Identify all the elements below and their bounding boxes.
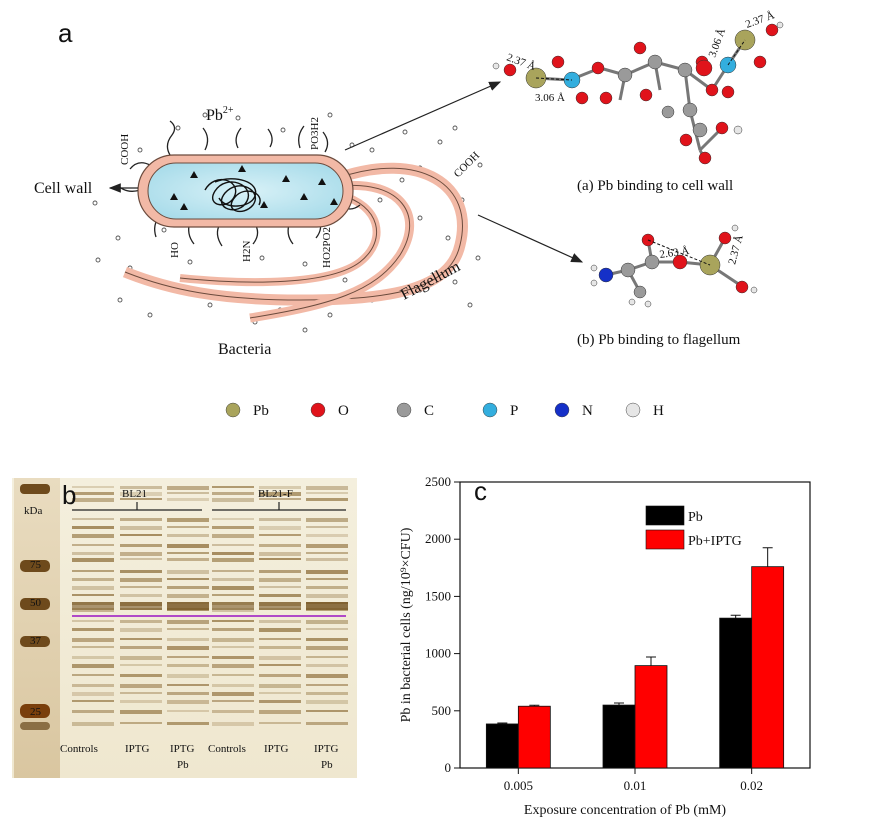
x-tick-label: 0.02 bbox=[740, 778, 763, 793]
y-tick-label: 2000 bbox=[425, 531, 451, 546]
x-tick-label: 0.01 bbox=[624, 778, 647, 793]
panel-b-letter: b bbox=[62, 480, 77, 510]
marker-25: 25 bbox=[30, 706, 42, 718]
bar-chart: 0 500 1000 1500 2000 2500 0.005 0.01 0.02 PbPb+I… bbox=[399, 474, 811, 818]
bar-pb-iptg-0.005 bbox=[517, 705, 551, 769]
y-axis-label: Pb in bacterial cells (ng/10⁹×CFU) bbox=[399, 527, 414, 722]
legend-atom-h-icon bbox=[625, 402, 641, 418]
panel-a-letter: a bbox=[58, 18, 73, 48]
error-bar bbox=[762, 547, 773, 567]
lane-6-label: IPTG bbox=[314, 743, 339, 755]
ladder-bands bbox=[20, 484, 50, 730]
lane-1-label: Controls bbox=[60, 743, 98, 755]
molecule-flagellum-atoms bbox=[590, 224, 758, 308]
cell-wall-label: Cell wall bbox=[34, 180, 93, 197]
lane-2-label: IPTG bbox=[125, 743, 150, 755]
legend-atom-label: Pb bbox=[253, 403, 269, 419]
gel-lanes bbox=[72, 486, 348, 726]
legend-label: Pb bbox=[688, 510, 703, 525]
cooh-top-label: COOH bbox=[119, 134, 131, 165]
error-bar bbox=[497, 722, 508, 724]
legend-atom-label: O bbox=[338, 403, 349, 419]
ho-label: HO bbox=[169, 242, 181, 258]
molecule-cell-wall-distances: 2.37 Å 3.06 Å 3.06 Å 2.37 Å bbox=[505, 9, 776, 104]
legend-atom-n-icon bbox=[554, 402, 570, 418]
panel-c-letter: c bbox=[474, 476, 487, 506]
bacteria-label: Bacteria bbox=[218, 341, 271, 358]
sds-page-gel: kDa 75 50 37 25 BL21 BL21-F Controls IPT… bbox=[12, 478, 357, 778]
y-tick-label: 0 bbox=[445, 760, 452, 775]
h2n-label: H2N bbox=[241, 241, 253, 262]
bar-pb-0.02 bbox=[719, 617, 753, 769]
atom-legend: Pb O C P N H bbox=[225, 402, 664, 419]
marker-37: 37 bbox=[30, 635, 42, 647]
flagella bbox=[122, 162, 468, 323]
legend-atom-o-icon bbox=[310, 402, 326, 418]
po3h2-label: PO3H2 bbox=[309, 117, 321, 150]
error-bar bbox=[614, 702, 624, 706]
y-tick-label: 500 bbox=[432, 703, 452, 718]
marker-50: 50 bbox=[30, 597, 42, 609]
lane-3-label: IPTG bbox=[170, 743, 195, 755]
error-bar bbox=[529, 704, 540, 707]
legend-atom-p-icon bbox=[482, 402, 498, 418]
legend-atom-label: C bbox=[424, 403, 434, 419]
bar-pb-iptg-0.01 bbox=[634, 665, 668, 769]
x-tick-label: 0.005 bbox=[504, 778, 533, 793]
pb-ion-label: Pb2+ bbox=[206, 105, 234, 124]
panel-a-labels: Pb2+ Cell wall Bacteria Flagellum COOH P… bbox=[34, 105, 741, 358]
lane-3-sub: Pb bbox=[177, 759, 189, 771]
legend-atom-c-icon bbox=[396, 402, 412, 418]
lane-6-sub: Pb bbox=[321, 759, 333, 771]
legend-label: Pb+IPTG bbox=[688, 534, 742, 549]
x-axis-label: Exposure concentration of Pb (mM) bbox=[524, 803, 727, 818]
legend-atom-label: P bbox=[510, 403, 518, 419]
legend-atom-label: N bbox=[582, 403, 593, 419]
y-tick-label: 1000 bbox=[425, 646, 451, 661]
bar-pb-iptg-0.02 bbox=[751, 566, 785, 769]
group-bl21-f: BL21-F bbox=[258, 488, 293, 500]
legend-atom-pb-icon bbox=[225, 402, 241, 418]
pb-particles-in-cell bbox=[170, 165, 338, 210]
panel-a-figure: 2.37 Å 3.06 Å 3.06 Å 2.37 Å 2.63 Å 2.37 … bbox=[34, 9, 784, 419]
mol2-caption: (b) Pb binding to flagellum bbox=[577, 332, 741, 348]
svg-text:3.06 Å: 3.06 Å bbox=[707, 27, 729, 59]
bar-pb-0.005 bbox=[485, 723, 519, 769]
error-bar bbox=[646, 656, 656, 666]
svg-text:3.06 Å: 3.06 Å bbox=[535, 92, 565, 104]
ho2po2-label: HO2PO2 bbox=[321, 227, 333, 268]
error-bar bbox=[730, 614, 741, 619]
legend-swatch bbox=[645, 529, 685, 550]
kda-label: kDa bbox=[24, 505, 42, 517]
molecule-cell-wall-atoms bbox=[492, 21, 784, 165]
dna-nucleoid bbox=[204, 178, 261, 213]
y-tick-label: 2500 bbox=[425, 474, 451, 489]
mol1-caption: (a) Pb binding to cell wall bbox=[577, 178, 733, 194]
bar-pb-0.01 bbox=[602, 704, 636, 769]
svg-text:2.63 Å: 2.63 Å bbox=[659, 245, 690, 261]
highlight-line bbox=[72, 615, 346, 617]
lane-4-label: Controls bbox=[208, 743, 246, 755]
group-bl21: BL21 bbox=[122, 488, 147, 500]
lane-5-label: IPTG bbox=[264, 743, 289, 755]
pointer-arrows bbox=[108, 81, 584, 263]
legend-swatch bbox=[645, 505, 685, 526]
legend-atom-label: H bbox=[653, 403, 664, 419]
marker-75: 75 bbox=[30, 559, 42, 571]
y-tick-label: 1500 bbox=[425, 588, 451, 603]
